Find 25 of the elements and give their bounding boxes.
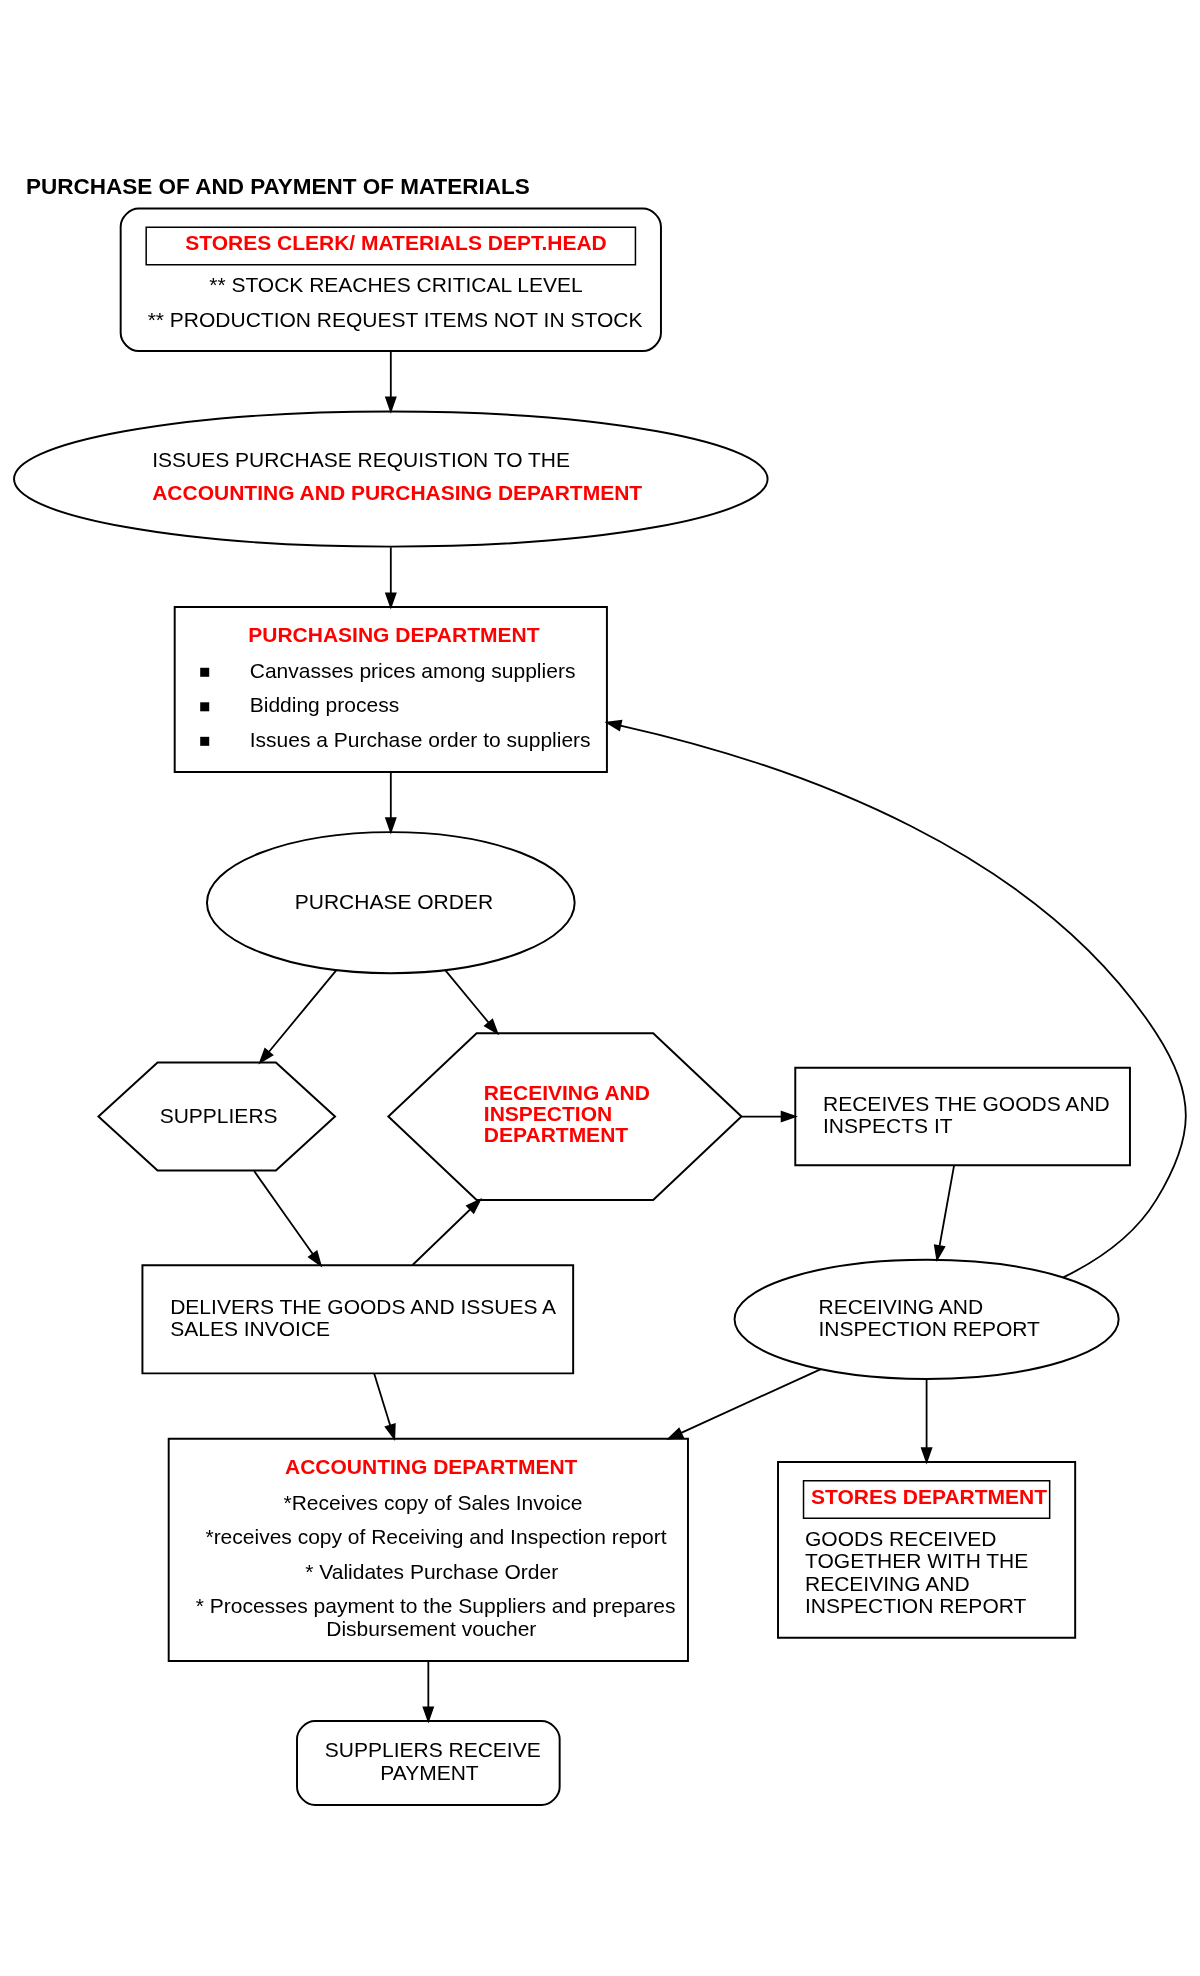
arrow xyxy=(920,1377,933,1465)
node-ellipse: RECEIVING AND INSPECTION REPORT xyxy=(733,1258,1120,1380)
node-box: DELIVERS THE GOODS AND ISSUES A SALES INVOICE xyxy=(141,1264,575,1375)
arrow xyxy=(411,1198,482,1266)
node-box: STORES CLERK/ MATERIALS DEPT.HEAD ** STOCK REACHES CRITICAL LEVEL ** PRODUCTION REQUEST ITEMS NOT IN STOCK xyxy=(119,207,662,353)
arrow xyxy=(253,1170,323,1268)
arrow xyxy=(384,771,397,835)
node-box: RECEIVES THE GOODS AND INSPECTS IT xyxy=(794,1066,1131,1167)
diagram-title: PURCHASE OF AND PAYMENT OF MATERIALS xyxy=(26,173,530,199)
arrow xyxy=(384,350,397,414)
node-box: STORES DEPARTMENT GOODS RECEIVED TOGETHER WITH THE RECEIVING AND INSPECTION REPORT xyxy=(777,1461,1077,1639)
node-ellipse: ISSUES PURCHASE REQUISTION TO THE ACCOUNTING AND PURCHASING DEPARTMENT xyxy=(13,410,769,548)
arrow xyxy=(740,1110,798,1123)
arrow xyxy=(384,546,397,610)
arrow xyxy=(373,1372,396,1442)
arrow xyxy=(444,969,500,1036)
node-box: PURCHASING DEPARTMENT Canvasses prices among suppliers Bidding process Issues a Purchase order to suppliers xyxy=(173,606,608,774)
node-ellipse: PURCHASE ORDER xyxy=(206,831,576,975)
arrow xyxy=(422,1660,435,1724)
arrow xyxy=(258,969,338,1065)
node-box: ACCOUNTING DEPARTMENT *Receives copy of Sales Invoice *receives copy of Receiving and Inspection report * Validates Purchase Order * Processes payment to the Suppliers and prepares Disbursement voucher xyxy=(167,1437,689,1662)
arrow xyxy=(933,1164,955,1263)
arrow xyxy=(604,719,1187,1279)
node-box: SUPPLIERS RECEIVE PAYMENT xyxy=(296,1719,561,1806)
arrow xyxy=(666,1368,822,1440)
